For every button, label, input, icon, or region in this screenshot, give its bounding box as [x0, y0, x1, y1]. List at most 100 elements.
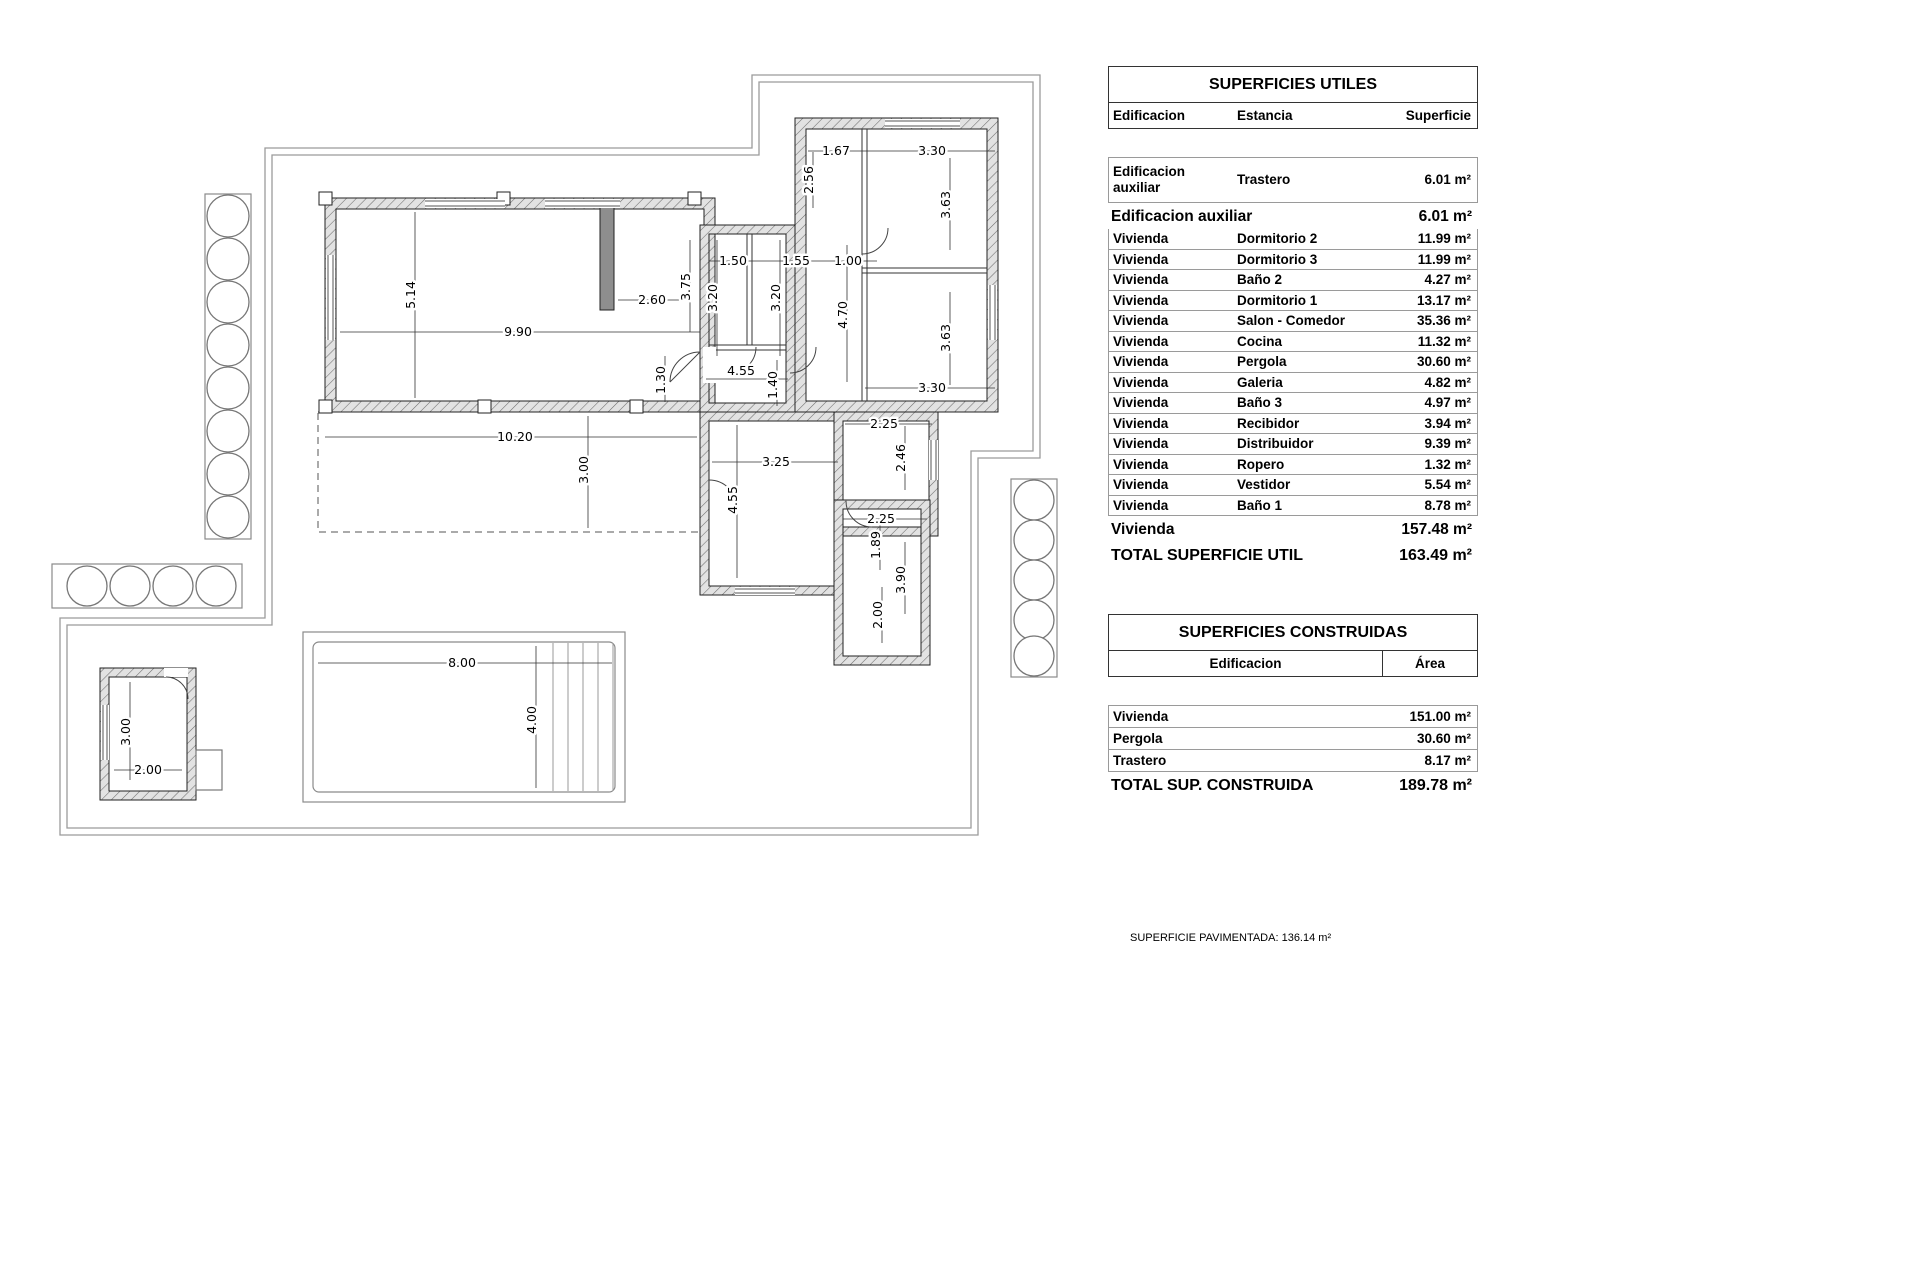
table-cell: 3.94 m²: [1424, 415, 1471, 431]
table-cell: Vivienda: [1113, 436, 1169, 452]
subtotal-label: Vivienda: [1111, 521, 1175, 539]
table-cell: Trastero: [1113, 753, 1167, 769]
dimension-label: 3.90: [893, 566, 908, 594]
table-cell: 13.17 m²: [1416, 292, 1471, 308]
table-cell: Vivienda: [1113, 354, 1169, 370]
dimension-label: 9.90: [504, 324, 532, 339]
table-row: Vivienda Ropero 1.32 m²: [1108, 454, 1478, 476]
dimension-label: 3.00: [576, 456, 591, 484]
table-row: Trastero 8.17 m²: [1108, 750, 1478, 773]
dimension-label: 3.25: [762, 454, 790, 469]
total-superficie-util: TOTAL SUPERFICIE UTIL 163.49 m²: [1108, 542, 1478, 568]
dimension-label: 2.60: [638, 292, 666, 307]
header-estancia: Estancia: [1237, 108, 1293, 123]
header-area: Área: [1382, 651, 1477, 677]
dimension-label: 3.30: [918, 143, 946, 158]
table-cell: 1.32 m²: [1424, 456, 1471, 472]
table-cell: 35.36 m²: [1416, 313, 1471, 329]
swimming-pool: [302, 631, 626, 803]
table-cell: Vivienda: [1113, 292, 1169, 308]
dimension-label: 5.14: [403, 281, 418, 309]
table-row-trastero: Edificacion auxiliar Trastero 6.01 m²: [1108, 157, 1478, 203]
total-sup-construida: TOTAL SUP. CONSTRUIDA 189.78 m²: [1108, 772, 1478, 798]
subtotal-edificacion-auxiliar: Edificacion auxiliar 6.01 m²: [1108, 203, 1478, 229]
utiles-table-header: Edificacion Estancia Superficie: [1108, 103, 1478, 129]
dimension-label: 1.30: [653, 366, 668, 394]
dimension-label: 3.75: [678, 273, 693, 301]
dimension-label: 1.89: [868, 531, 883, 559]
header-superficie: Superficie: [1405, 108, 1471, 123]
windows: [101, 119, 997, 760]
trastero-attachment: [195, 749, 223, 791]
cell-estancia: Trastero: [1237, 172, 1291, 188]
dimension-label: 2.56: [801, 166, 816, 194]
dimension-label: 1.50: [719, 253, 747, 268]
subtotal-vivienda: Vivienda 157.48 m²: [1108, 516, 1478, 542]
subtotal-value: 6.01 m²: [1418, 208, 1472, 225]
table-cell: Vivienda: [1113, 231, 1169, 246]
table-cell: Dormitorio 3: [1237, 251, 1318, 267]
dimension-label: 2.46: [893, 444, 908, 472]
dimension-label: 4.55: [725, 486, 740, 514]
subtotal-value: 157.48 m²: [1401, 521, 1472, 539]
dimension-label: 2.00: [870, 601, 885, 629]
planter-boxes: [51, 193, 1058, 678]
table-cell: Baño 1: [1237, 497, 1283, 513]
table-cell: 30.60 m²: [1416, 731, 1471, 747]
dimension-label: 10.20: [497, 429, 533, 444]
table-cell: 11.99 m²: [1417, 251, 1471, 267]
table-cell: Vivienda: [1113, 272, 1169, 288]
area-tables-panel: SUPERFICIES UTILES Edificacion Estancia …: [1108, 66, 1478, 798]
table-cell: Baño 3: [1237, 395, 1283, 411]
table-cell: Distribuidor: [1237, 436, 1314, 452]
table-cell: Vivienda: [1113, 477, 1169, 493]
table-cell: Vivienda: [1113, 497, 1169, 513]
table-cell: Pergola: [1113, 731, 1163, 747]
cell-superficie: 6.01 m²: [1424, 172, 1471, 188]
dimension-label: 3.00: [118, 718, 133, 746]
chimney: [599, 205, 615, 311]
table-cell: Vivienda: [1113, 333, 1169, 349]
table-cell: Vivienda: [1113, 456, 1169, 472]
total-value: 189.78 m²: [1399, 777, 1472, 795]
tree-circles: [66, 194, 1055, 677]
pool-steps: [552, 643, 614, 791]
table-cell: Pergola: [1237, 354, 1287, 370]
property-boundary-lines: [59, 74, 1041, 836]
table-cell: Vivienda: [1113, 374, 1169, 390]
superficies-construidas-table: SUPERFICIES CONSTRUIDAS Edificacion Área…: [1108, 614, 1478, 798]
table-row: Pergola 30.60 m²: [1108, 728, 1478, 751]
table-cell: 9.39 m²: [1424, 436, 1471, 452]
dimension-label: 4.55: [727, 363, 755, 378]
table-cell: Vivienda: [1113, 395, 1169, 411]
interior-partitions: [709, 129, 987, 401]
table-cell: Dormitorio 2: [1237, 231, 1318, 246]
table-cell: Ropero: [1237, 456, 1285, 472]
dimension-label: 3.20: [705, 284, 720, 312]
table-cell: 8.17 m²: [1424, 753, 1471, 769]
table-cell: 5.54 m²: [1424, 477, 1471, 493]
dimension-label: 2.00: [134, 762, 162, 777]
subtotal-label: Edificacion auxiliar: [1111, 208, 1253, 225]
wall-pillars: [318, 191, 702, 414]
table-cell: Vivienda: [1113, 709, 1169, 725]
dimension-lines: [114, 150, 995, 788]
paved-surface-note: SUPERFICIE PAVIMENTADA: 136.14 m²: [1130, 932, 1332, 944]
table-cell: Vivienda: [1113, 251, 1169, 267]
